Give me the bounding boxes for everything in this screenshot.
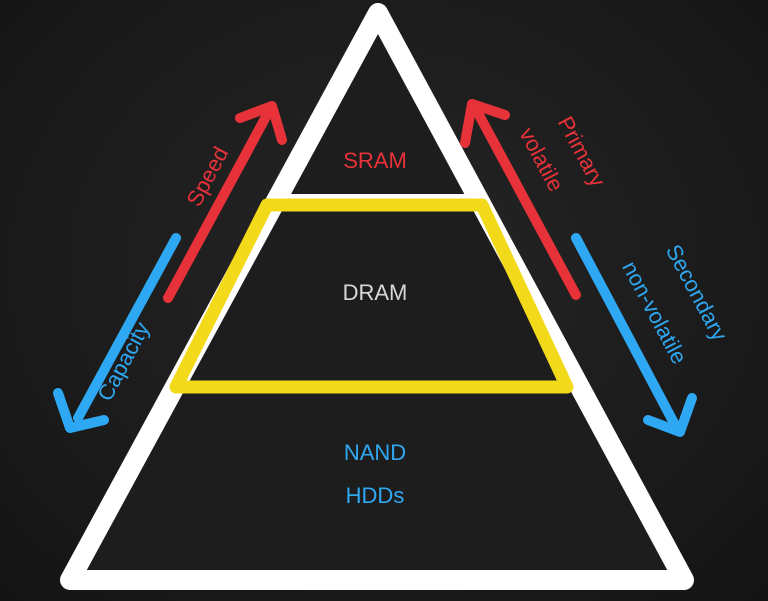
capacity-arrow — [53, 233, 181, 433]
primary-arrow — [460, 99, 581, 300]
tier-label-nand: NAND — [344, 440, 406, 465]
tier-label-sram: SRAM — [343, 148, 407, 173]
tier-label-dram: DRAM — [343, 280, 408, 305]
secondary-arrow — [571, 233, 697, 437]
tier-label-hdds: HDDs — [346, 483, 405, 508]
dram-highlight — [169, 198, 574, 394]
speed-arrow — [163, 101, 287, 303]
